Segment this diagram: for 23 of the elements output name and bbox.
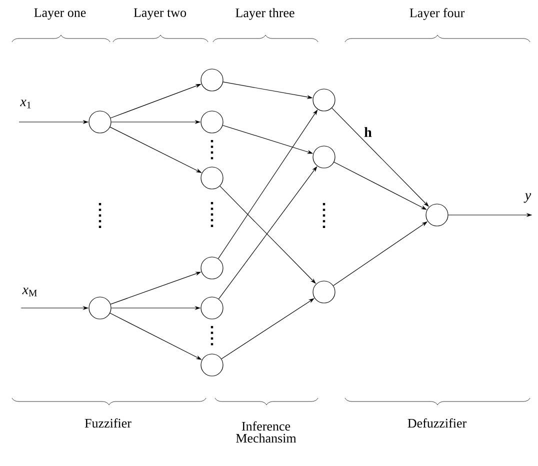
layer-heading: Layer one — [34, 8, 86, 20]
variable-label: x$_{M}$ — [22, 288, 37, 296]
variable-label: x$_{1}$ — [20, 100, 31, 108]
layer-heading: Layer four — [410, 8, 464, 20]
stage-label: Defuzzifier — [408, 418, 466, 428]
neuron-circle — [426, 204, 448, 226]
stage-label: Fuzzifier — [84, 418, 132, 428]
edge-weight-label: h — [364, 127, 372, 137]
neuron-circle — [88, 296, 112, 320]
neuron-circle — [200, 354, 224, 376]
layer-heading: Layer three — [236, 8, 294, 20]
neuron-circle — [200, 256, 224, 280]
neuron-circle — [88, 110, 112, 134]
stage-label: Inference Mechansim — [236, 421, 296, 443]
neuron-circle — [200, 166, 224, 190]
neuron-circle — [200, 110, 224, 134]
variable-label: y — [524, 193, 532, 203]
neuron-circle — [312, 88, 336, 112]
neuron-circle — [312, 280, 336, 304]
neuron-circle — [200, 296, 224, 320]
neuron-circle — [200, 68, 224, 92]
layer-heading: Layer two — [134, 8, 186, 20]
neuron-circle — [312, 146, 336, 168]
